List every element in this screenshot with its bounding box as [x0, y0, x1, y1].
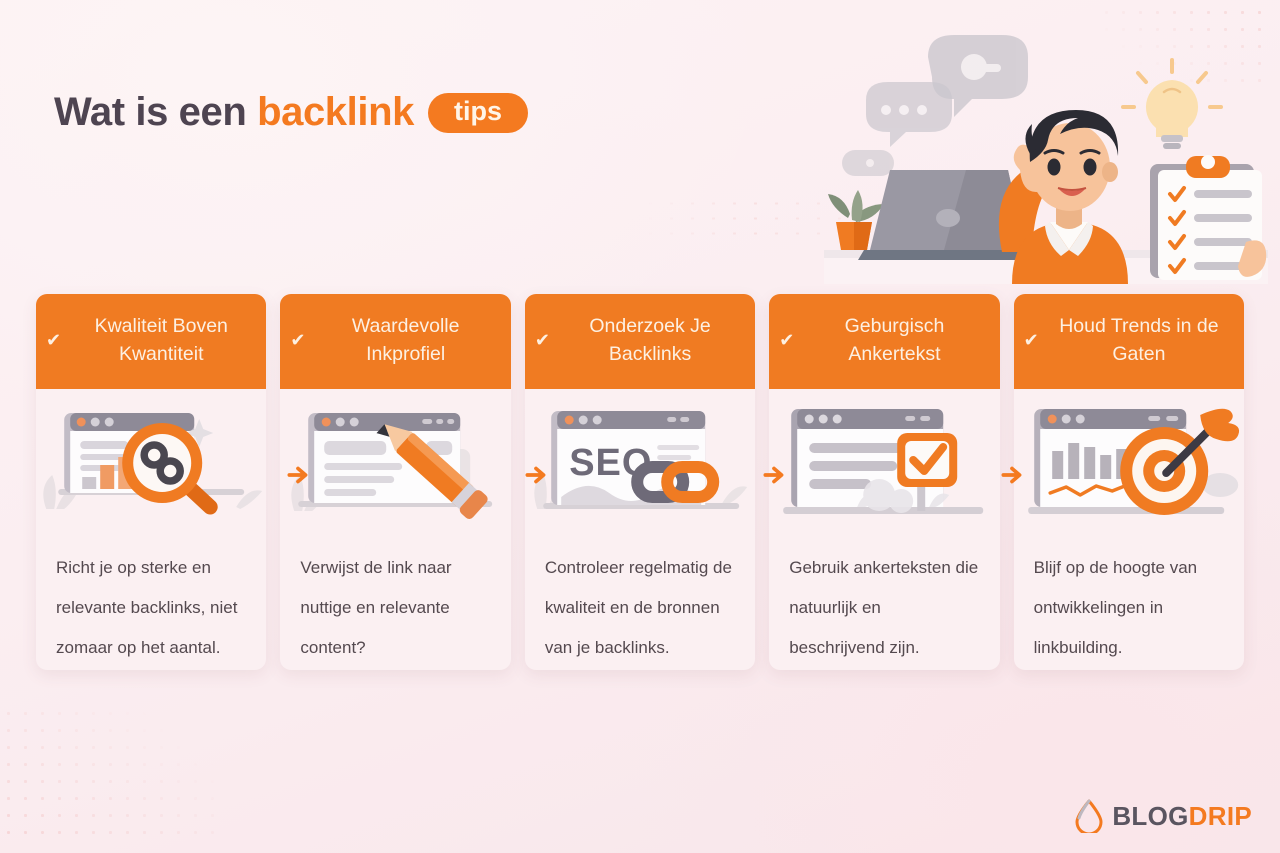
pencil-icon — [376, 424, 489, 519]
title-accent-word: backlink — [257, 90, 414, 134]
title-part-one: Wat is een — [54, 90, 247, 134]
tip-card-2-illustration — [280, 389, 511, 534]
tip-card-4[interactable]: ✔ Geburgisch Ankertekst — [769, 294, 1000, 670]
check-icon: ✔ — [290, 329, 306, 350]
lightbulb-icon — [1121, 58, 1223, 149]
tip-card-3[interactable]: ✔ Onderzoek Je Backlinks — [524, 294, 756, 670]
tip-card-1-illustration — [36, 389, 267, 534]
tip-card-4-title: Geburgisch Ankertekst — [844, 314, 945, 365]
magnifier-link-icon — [122, 423, 218, 515]
check-icon: ✔ — [779, 329, 795, 350]
person-illustration — [998, 110, 1128, 284]
checkbox-sign-icon — [897, 433, 958, 511]
tip-card-5[interactable]: ✔ Houd Trends in de Gaten — [1013, 294, 1245, 670]
potted-plant-icon — [828, 190, 884, 250]
laptop-icon — [858, 170, 1042, 260]
tips-badge: tips — [427, 92, 528, 133]
water-drop-icon — [1075, 799, 1103, 833]
target-dart-icon — [1119, 408, 1239, 515]
brand-logo[interactable]: BLOGDRIP — [1074, 799, 1252, 833]
tips-card-list: ✔ Kwaliteit Boven Kwantiteit — [36, 294, 1245, 670]
chain-link-icon — [631, 461, 720, 503]
tip-card-4-header: ✔ Geburgisch Ankertekst — [769, 294, 1000, 389]
tip-card-1[interactable]: ✔ Kwaliteit Boven Kwantiteit — [36, 294, 267, 670]
check-icon: ✔ — [1023, 329, 1039, 350]
arrow-right-icon-2 — [523, 462, 549, 488]
tip-card-2-body: Verwijst de link naar nuttige en relevan… — [300, 558, 452, 657]
check-icon: ✔ — [46, 329, 62, 350]
tip-card-5-body: Blijf op de hoogte van ontwikkelingen in… — [1033, 558, 1198, 657]
arrow-right-icon-1 — [285, 462, 311, 488]
chat-dots-bubble-icon — [866, 82, 952, 147]
speech-bubble-icon — [928, 35, 1028, 117]
tip-card-5-header: ✔ Houd Trends in de Gaten — [1013, 294, 1245, 389]
hero-illustration — [824, 22, 1268, 284]
mouse-icon — [842, 150, 894, 176]
tip-card-2-title: Waardevolle Inkprofiel — [351, 314, 460, 365]
title-text: Wat is een backlink — [54, 90, 414, 135]
logo-part-one: BLOG — [1112, 801, 1189, 831]
arrow-right-icon-3 — [761, 462, 787, 488]
tip-card-1-body: Richt je op sterke en relevante backlink… — [56, 558, 238, 657]
tip-card-1-title: Kwaliteit Boven Kwantiteit — [94, 314, 228, 365]
tip-card-3-title: Onderzoek Je Backlinks — [589, 314, 711, 365]
tip-card-2[interactable]: ✔ Waardevolle Inkprofiel — [280, 294, 511, 670]
check-icon: ✔ — [534, 329, 550, 350]
page-title: Wat is een backlink tips — [54, 90, 528, 135]
arrow-right-icon-4 — [999, 462, 1025, 488]
tip-card-3-body: Controleer regelmatig de kwaliteit en de… — [544, 558, 732, 657]
tip-card-4-body: Gebruik ankerteksten die natuurlijk en b… — [789, 558, 979, 657]
tip-card-1-header: ✔ Kwaliteit Boven Kwantiteit — [36, 294, 267, 389]
tip-card-3-header: ✔ Onderzoek Je Backlinks — [524, 294, 756, 389]
logo-wordmark: BLOGDRIP — [1112, 803, 1252, 829]
tip-card-5-illustration — [1013, 389, 1245, 534]
logo-part-two: DRIP — [1188, 801, 1252, 831]
tip-card-3-illustration: SEO — [524, 389, 756, 534]
clipboard-checklist-icon — [1150, 155, 1267, 280]
tip-card-2-header: ✔ Waardevolle Inkprofiel — [280, 294, 511, 389]
tip-card-5-title: Houd Trends in de Gaten — [1059, 314, 1219, 365]
tip-card-4-illustration — [769, 389, 1000, 534]
